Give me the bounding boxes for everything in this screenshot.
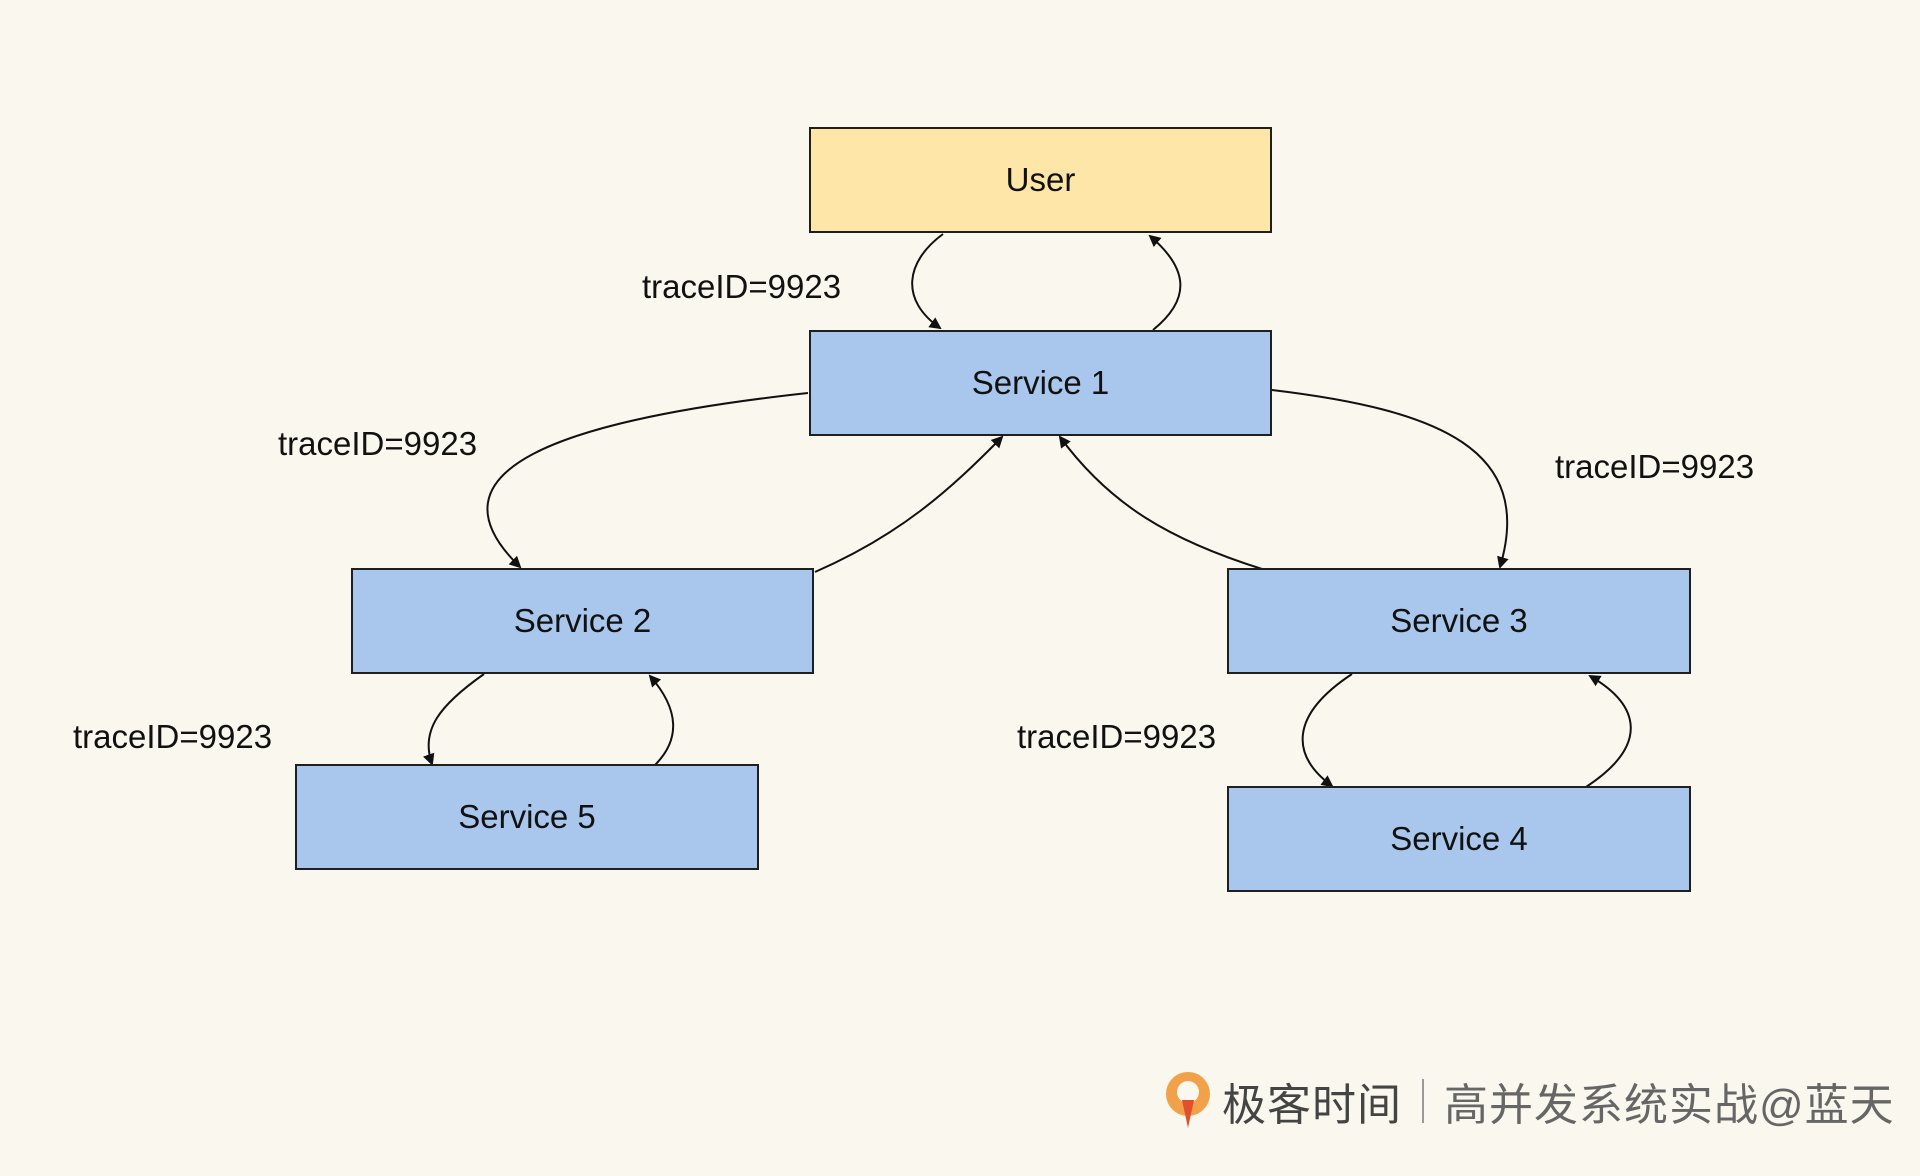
node-service-2-label: Service 2	[513, 602, 652, 639]
node-service-2[interactable]: Service 2	[351, 568, 814, 674]
node-service-4-label: Service 4	[1390, 820, 1528, 857]
node-service-3-label: Service 3	[1390, 602, 1528, 639]
edge-service1-to-user	[1148, 234, 1182, 331]
footer-watermark: 极客时间 高并发系统实战@蓝天	[1162, 1066, 1895, 1136]
edge-service5-to-service2	[648, 674, 675, 766]
footer-brand: 极客时间	[1222, 1081, 1402, 1130]
edge-label-service3-service4: traceID=9923	[1017, 718, 1217, 755]
edge-user-to-service1	[911, 233, 944, 330]
edge-service3-to-service4	[1301, 673, 1353, 788]
footer-divider	[1422, 1079, 1424, 1123]
node-service-5-label: Service 5	[458, 798, 596, 835]
edge-label-service1-service2: traceID=9923	[278, 425, 478, 462]
edge-label-service2-service5: traceID=9923	[73, 718, 273, 755]
node-user-label: User	[1005, 161, 1076, 198]
edge-service1-to-service2	[486, 392, 809, 569]
edge-service2-to-service5	[423, 673, 485, 766]
node-service-4[interactable]: Service 4	[1227, 786, 1691, 892]
edge-label-service1-service3: traceID=9923	[1555, 448, 1755, 485]
node-service-1-label: Service 1	[971, 364, 1110, 401]
node-service-1[interactable]: Service 1	[809, 330, 1272, 436]
edge-service1-to-service3	[1271, 389, 1509, 569]
edge-label-user-service1: traceID=9923	[642, 268, 842, 305]
edge-service3-to-service1	[1058, 435, 1263, 570]
footer-course: 高并发系统实战@蓝天	[1444, 1081, 1895, 1130]
node-service-5[interactable]: Service 5	[295, 764, 759, 870]
node-service-3[interactable]: Service 3	[1227, 568, 1691, 674]
node-user[interactable]: User	[809, 127, 1272, 233]
edge-service2-to-service1	[814, 435, 1004, 573]
geektime-logo-icon	[1166, 1072, 1210, 1128]
edge-service4-to-service3	[1585, 674, 1632, 788]
